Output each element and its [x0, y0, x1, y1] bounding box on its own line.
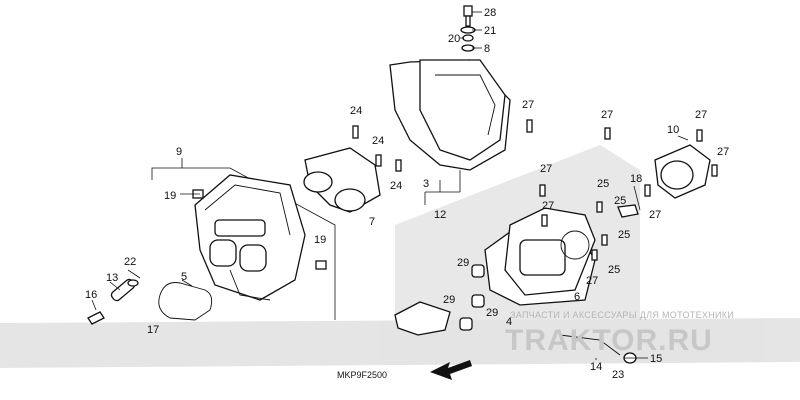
callout-7: 7	[369, 216, 375, 228]
callout-19b: 19	[314, 234, 326, 246]
callout-27h: 27	[586, 275, 598, 287]
callout-27f: 27	[717, 146, 729, 158]
callout-25d: 25	[608, 264, 620, 276]
callout-20: 20	[448, 33, 460, 45]
bolts	[352, 119, 718, 261]
callout-24c: 24	[390, 180, 402, 192]
callout-17: 17	[147, 324, 159, 336]
callout-13: 13	[106, 272, 118, 284]
callout-12: 12	[434, 209, 446, 221]
gasket-5	[158, 282, 213, 321]
callout-8: 8	[484, 43, 490, 55]
callout-10: 10	[667, 124, 679, 136]
callout-29c: 29	[486, 307, 498, 319]
callout-24b: 24	[372, 135, 384, 147]
pump-cover-6	[484, 207, 596, 306]
cylinder-block	[194, 174, 306, 301]
bolt-stack	[460, 5, 476, 52]
callout-4: 4	[506, 316, 512, 328]
cap-10	[654, 144, 711, 199]
callout-24a: 24	[350, 105, 362, 117]
callout-27c: 27	[542, 200, 554, 212]
callout-3: 3	[423, 178, 429, 190]
bracket-9	[151, 167, 336, 320]
plug-19b	[315, 260, 327, 270]
bracket-18	[617, 204, 639, 218]
joints-29	[459, 264, 485, 331]
thermostat-7	[303, 147, 381, 213]
callout-27b: 27	[540, 163, 552, 175]
pipe-13	[110, 278, 139, 302]
callout-25c: 25	[618, 229, 630, 241]
leader-lines	[91, 11, 689, 360]
callout-28: 28	[484, 7, 496, 19]
callout-14: 14	[590, 361, 602, 373]
callout-18: 18	[630, 173, 642, 185]
diagram-code: MKP9F2500	[337, 370, 387, 380]
callout-23: 23	[612, 369, 624, 381]
callout-15: 15	[650, 353, 662, 365]
head-cover-3	[389, 59, 511, 171]
callout-27d: 27	[601, 109, 613, 121]
callout-16: 16	[85, 289, 97, 301]
watermark-line: ЗАПЧАСТИ И АКСЕССУАРЫ ДЛЯ МОТОТЕХНИКИ	[510, 310, 734, 320]
callout-21: 21	[484, 25, 496, 37]
callout-29b: 29	[443, 294, 455, 306]
callout-27e: 27	[695, 109, 707, 121]
front-arrow-icon	[430, 360, 472, 380]
clip-16	[87, 311, 105, 325]
callout-5: 5	[181, 271, 187, 283]
callout-9: 9	[176, 146, 182, 158]
callout-19a: 19	[164, 190, 176, 202]
callout-29a: 29	[457, 257, 469, 269]
hose-14	[559, 334, 621, 356]
callout-25b: 25	[614, 195, 626, 207]
callout-25a: 25	[597, 178, 609, 190]
callout-22: 22	[124, 256, 136, 268]
callout-27g: 27	[649, 209, 661, 221]
watermark-brand: TRAKTOR.RU	[505, 324, 713, 357]
gasket-4	[394, 301, 451, 336]
bracket-12	[424, 170, 461, 205]
callout-27a: 27	[522, 99, 534, 111]
callout-6: 6	[574, 291, 580, 303]
